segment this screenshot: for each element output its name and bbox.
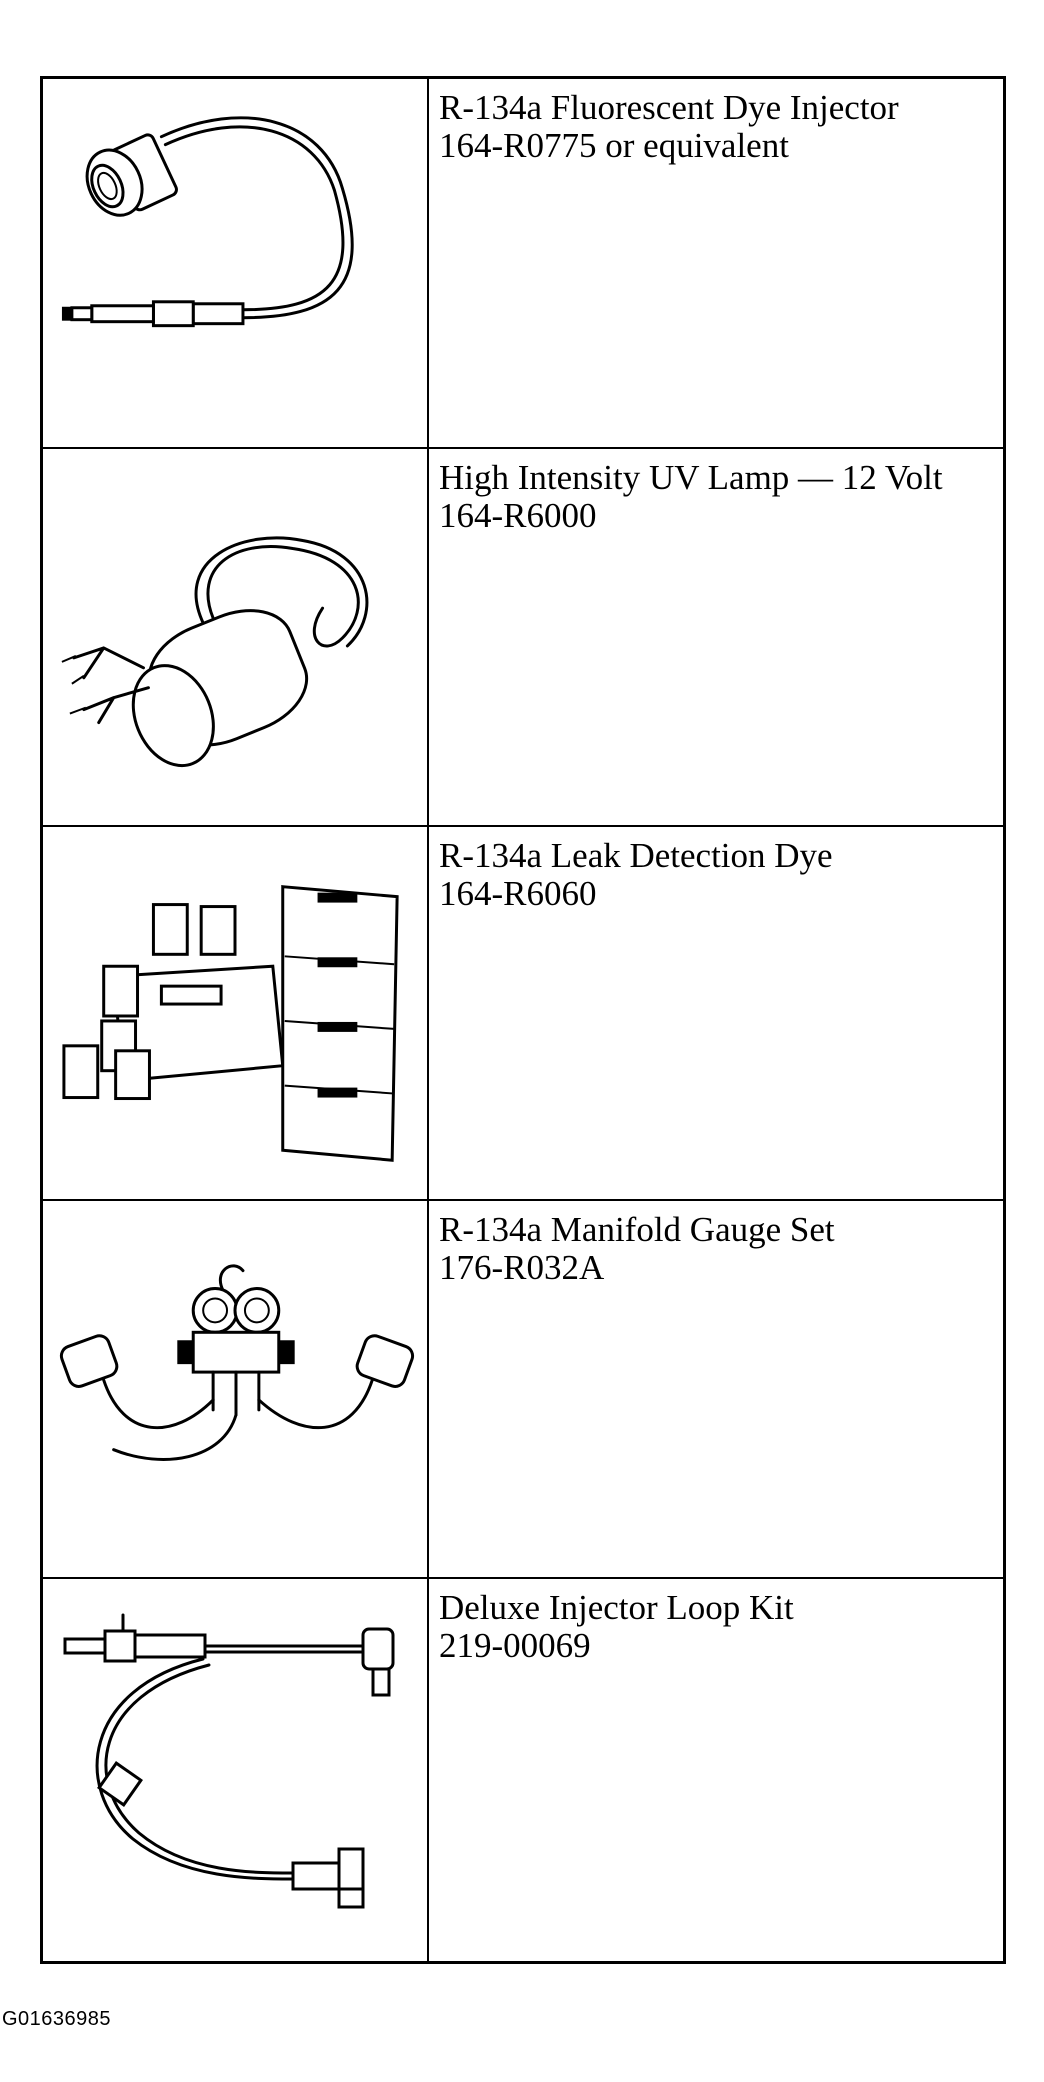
dye-injector-icon	[61, 116, 354, 328]
tool-description-cell: Deluxe Injector Loop Kit 219-00069	[439, 1589, 997, 1665]
table-row: Deluxe Injector Loop Kit 219-00069	[43, 1579, 1003, 1961]
tool-part-number: 164-R0775 or equivalent	[439, 126, 789, 165]
tool-illustration-cell	[43, 1201, 429, 1577]
tool-illustration-cell	[43, 1579, 429, 1961]
tool-illustration-cell	[43, 827, 429, 1199]
tool-part-number: 164-R6000	[439, 496, 597, 535]
table-row: High Intensity UV Lamp — 12 Volt 164-R60…	[43, 449, 1003, 827]
tool-name: R-134a Leak Detection Dye	[439, 836, 833, 875]
tool-illustration-cell	[43, 449, 429, 825]
table-row: R-134a Leak Detection Dye 164-R6060	[43, 827, 1003, 1201]
table-row: R-134a Fluorescent Dye Injector 164-R077…	[43, 79, 1003, 449]
tool-part-number: 176-R032A	[439, 1248, 605, 1287]
tool-part-number: 219-00069	[439, 1626, 591, 1665]
tool-name: Deluxe Injector Loop Kit	[439, 1588, 794, 1627]
tool-description-cell: R-134a Leak Detection Dye 164-R6060	[439, 837, 997, 913]
special-tools-table: R-134a Fluorescent Dye Injector 164-R077…	[40, 76, 1006, 1964]
tool-description-cell: R-134a Manifold Gauge Set 176-R032A	[439, 1211, 997, 1287]
tool-description-cell: R-134a Fluorescent Dye Injector 164-R077…	[439, 89, 997, 165]
tool-name: R-134a Manifold Gauge Set	[439, 1210, 835, 1249]
tool-name: High Intensity UV Lamp — 12 Volt	[439, 458, 943, 497]
tool-illustration-cell	[43, 79, 429, 447]
leak-dye-kit-icon	[62, 885, 399, 1162]
table-row: R-134a Manifold Gauge Set 176-R032A	[43, 1201, 1003, 1579]
figure-id: G01636985	[2, 2008, 112, 2030]
tool-part-number: 164-R6060	[439, 874, 597, 913]
tool-description-cell: High Intensity UV Lamp — 12 Volt 164-R60…	[439, 459, 997, 535]
uv-lamp-icon	[61, 536, 369, 768]
injector-loop-kit-icon	[63, 1613, 395, 1909]
tool-name: R-134a Fluorescent Dye Injector	[439, 88, 899, 127]
manifold-gauge-icon	[59, 1264, 415, 1461]
